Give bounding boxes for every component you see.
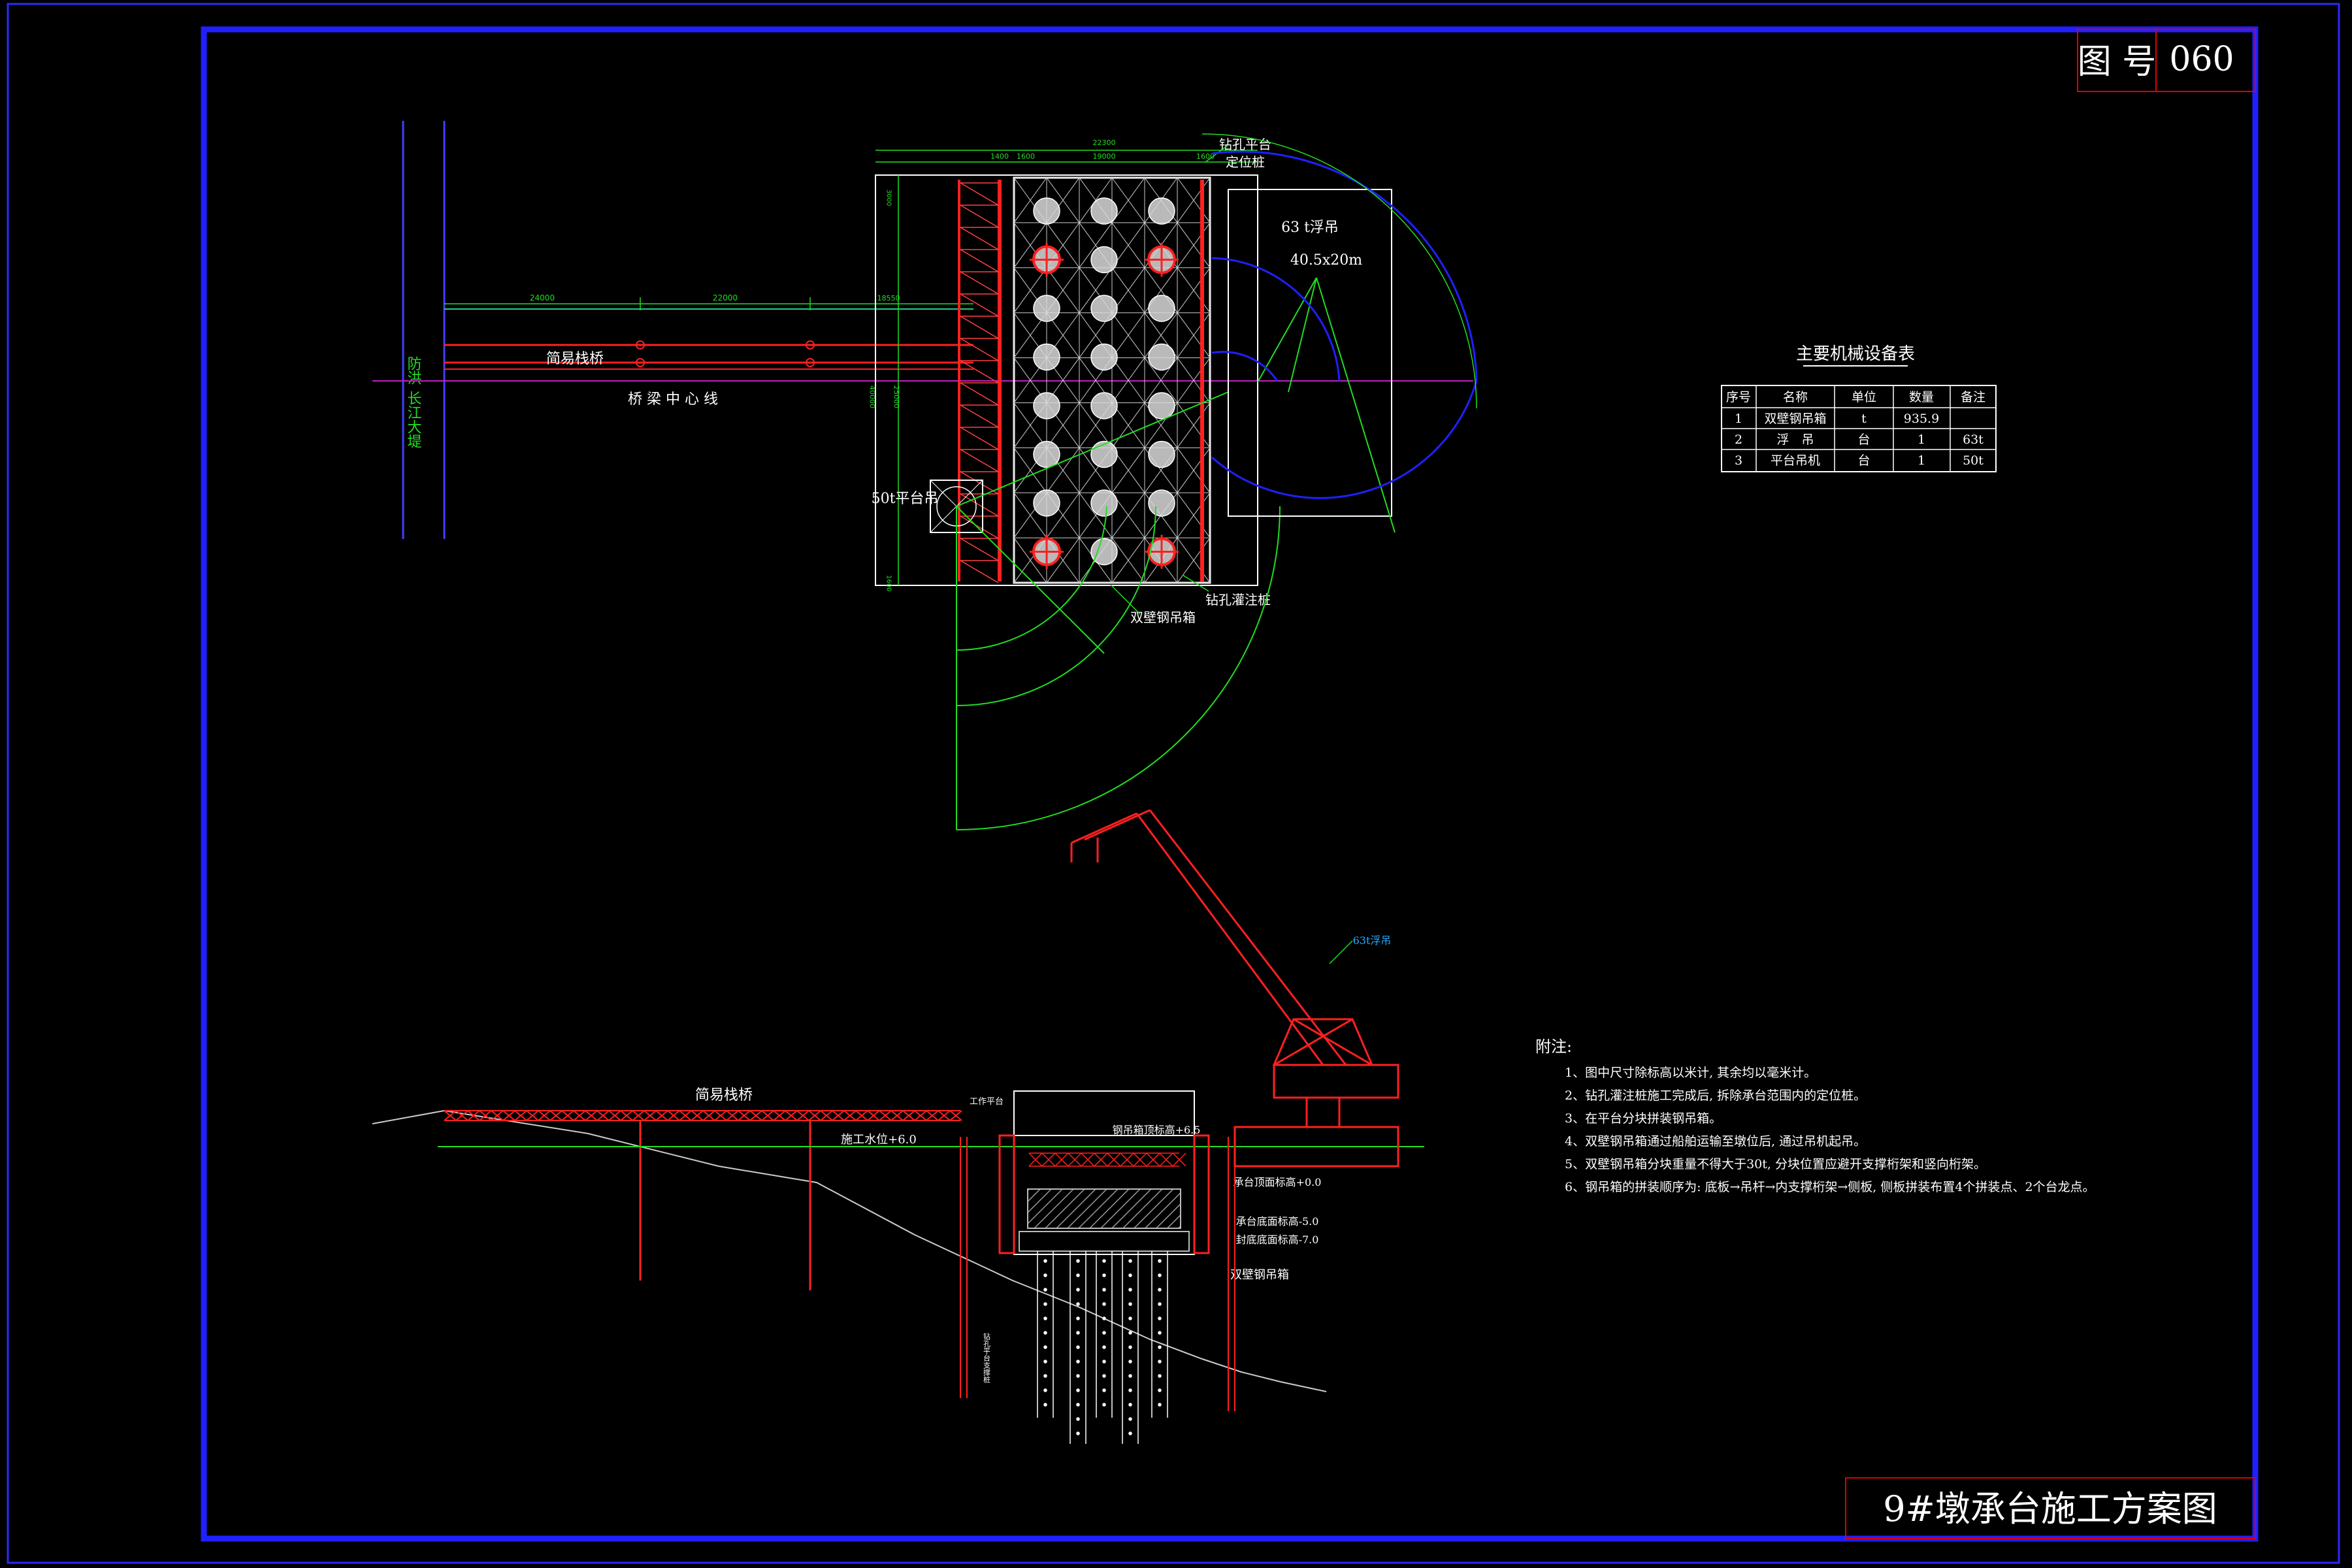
- inner-frame: [201, 26, 2259, 1542]
- cap-top-label: 承台顶面标高+0.0: [1233, 1176, 1322, 1188]
- floating-crane-elevation: [1070, 809, 1399, 1168]
- plan-cofferdam-label: 双壁钢吊箱: [1130, 610, 1196, 625]
- work-platform-label: 工作平台: [970, 1097, 1004, 1107]
- table-cell: 3: [1735, 453, 1742, 468]
- cap-bottom-label: 承台底面标高-5.0: [1236, 1215, 1319, 1228]
- floating-crane-label: 63 t浮吊: [1281, 220, 1339, 236]
- drawing-number: 060: [2169, 40, 2234, 79]
- platform-crane-label: 50t平台吊: [872, 491, 939, 507]
- elevation-cofferdam-label: 双壁钢吊箱: [1230, 1268, 1289, 1282]
- elevation-trestle-label: 简易栈桥: [695, 1087, 753, 1103]
- outer-frame: [7, 3, 2340, 1564]
- dim-d11: 40000: [868, 385, 877, 408]
- plan-view: 防洪 长江大堤 桥 梁 中 心 线 简易栈桥 24000 22000: [372, 121, 1478, 830]
- table-cell: 50t: [1963, 453, 1984, 468]
- dim-d12: 25000: [892, 385, 901, 408]
- plan-trestle-label: 简易栈桥: [546, 351, 604, 367]
- drill-platform-outline: [875, 174, 1258, 586]
- drill-platform-label: 钻孔平台: [1219, 137, 1271, 152]
- dim-d4: 19000: [1093, 152, 1116, 161]
- elevation-crane-label: 63t浮吊: [1353, 934, 1392, 947]
- drawing-number-block: 图 号 060: [2077, 29, 2256, 92]
- positioning-pile-label: 定位桩: [1226, 154, 1265, 170]
- box-top-label: 钢吊箱顶标高+6.5: [1113, 1124, 1201, 1136]
- water-level-label: 施工水位+6.0: [841, 1133, 917, 1147]
- table-cell: 双壁钢吊箱: [1764, 412, 1826, 426]
- elevation-view: 简易栈桥 施工水位+6.0 工作平台 钢吊箱顶标高+6.5 承台顶面标高+0.0…: [372, 809, 1424, 1444]
- note-item: 6、钢吊箱的拼装顺序为: 底板→吊杆→内支撑桁架→侧板, 侧板拼装布置4个拼装点…: [1565, 1180, 2095, 1194]
- bored-pile-label: 钻孔灌注桩: [1205, 592, 1271, 608]
- drawing-number-label: 图 号: [2078, 42, 2157, 82]
- table-cell: 63t: [1963, 433, 1984, 447]
- table-cell: 1: [1735, 412, 1742, 426]
- table-cell: 2: [1735, 433, 1742, 447]
- floating-crane-outline: [1228, 189, 1392, 517]
- dim-d7: 1600: [1196, 152, 1215, 161]
- equipment-table: 主要机械设备表 序号 名称 单位 数量 备注 1 双壁钢吊箱 t 935.9 2…: [1721, 344, 1997, 472]
- dim-d8: 18550: [877, 294, 900, 302]
- note-item: 5、双壁钢吊箱分块重量不得大于30t, 分块位置应避开支撑桁架和竖向桁架。: [1565, 1157, 1986, 1171]
- note-item: 3、在平台分块拼装钢吊箱。: [1565, 1111, 1722, 1126]
- dim-d2: 22000: [713, 293, 738, 302]
- dim-d1: 24000: [530, 293, 555, 302]
- equipment-table-title: 主要机械设备表: [1796, 344, 1915, 364]
- table-cell: 台: [1857, 433, 1870, 447]
- note-item: 4、双壁钢吊箱通过船舶运输至墩位后, 通过吊机起吊。: [1565, 1134, 1866, 1149]
- dim-d5: 1600: [1017, 152, 1035, 161]
- table-header: 序号: [1726, 390, 1751, 404]
- table-cell: 浮 吊: [1776, 433, 1814, 447]
- cofferdam-elevation: [998, 1090, 1210, 1255]
- dim-d9: 3000: [885, 189, 892, 206]
- table-header: 备注: [1961, 390, 1985, 404]
- notes-heading: 附注:: [1535, 1037, 1572, 1056]
- notes: 附注: 1、图中尺寸除标高以米计, 其余均以毫米计。 2、钻孔灌注桩施工完成后,…: [1535, 1037, 2095, 1194]
- table-cell: 1: [1918, 433, 1925, 447]
- table-cell: 935.9: [1904, 412, 1939, 426]
- drawing-title: 9#墩承台施工方案图: [1883, 1488, 2217, 1529]
- ground-profile: [372, 1109, 1327, 1392]
- support-label: 钻孔平台支撑桩: [983, 1332, 991, 1384]
- seal-bottom-label: 封底底面标高-7.0: [1236, 1233, 1319, 1246]
- table-cell: t: [1861, 412, 1867, 426]
- bank-label-1: 长江大堤: [405, 391, 422, 448]
- dim-d3: 22300: [1093, 139, 1116, 147]
- floating-crane-size: 40.5x20m: [1290, 252, 1362, 269]
- table-header: 单位: [1852, 390, 1876, 404]
- centerline-label: 桥 梁 中 心 线: [628, 391, 718, 408]
- table-header: 数量: [1909, 390, 1934, 404]
- table-cell: 1: [1918, 453, 1925, 468]
- dim-d10: 1600: [885, 575, 892, 591]
- dim-d6: 1400: [990, 152, 1009, 161]
- bank-label-2: 防洪: [405, 356, 422, 385]
- title-block: 9#墩承台施工方案图: [1845, 1477, 2256, 1539]
- table-header: 名称: [1783, 390, 1808, 404]
- note-item: 1、图中尺寸除标高以米计, 其余均以毫米计。: [1565, 1066, 1816, 1080]
- table-cell: 平台吊机: [1771, 453, 1820, 468]
- note-item: 2、钻孔灌注桩施工完成后, 拆除承台范围内的定位桩。: [1565, 1088, 1866, 1103]
- table-cell: 台: [1857, 453, 1870, 468]
